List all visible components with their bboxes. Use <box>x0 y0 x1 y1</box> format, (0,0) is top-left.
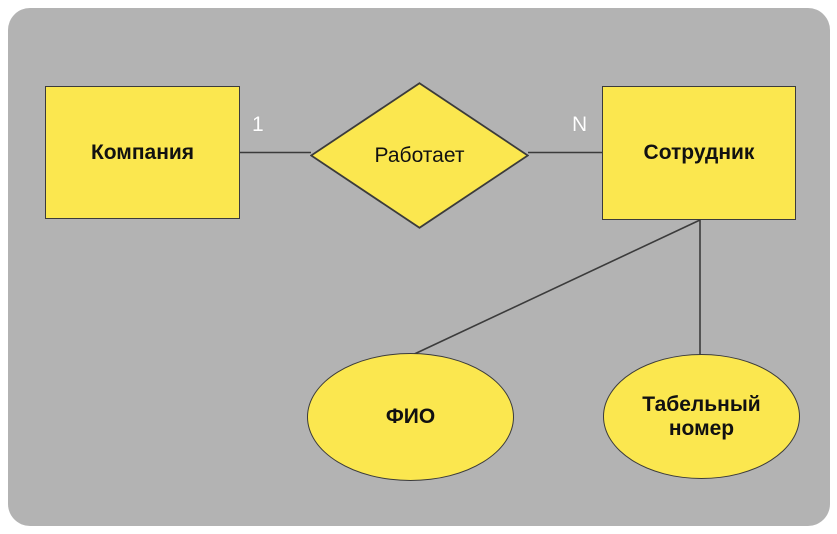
attribute-tabnum-label-line2: номер <box>668 416 735 440</box>
entity-employee[interactable]: Сотрудник <box>602 86 796 220</box>
attribute-tabnum-label-line1: Табельный <box>642 392 761 416</box>
attribute-tabnum-label: Табельный номер <box>642 393 760 440</box>
attribute-tabnum[interactable]: Табельный номер <box>603 354 800 479</box>
attribute-fio[interactable]: ФИО <box>307 353 514 481</box>
attribute-fio-label: ФИО <box>385 405 436 429</box>
relationship-works-label: Работает <box>374 143 465 167</box>
entity-company[interactable]: Компания <box>45 86 240 219</box>
cardinality-company-side: 1 <box>252 113 264 136</box>
diamond-shape <box>310 82 529 229</box>
cardinality-employee-side: N <box>572 113 588 136</box>
relationship-works[interactable]: Работает <box>310 82 529 229</box>
entity-employee-label: Сотрудник <box>643 141 755 165</box>
entity-company-label: Компания <box>90 140 195 164</box>
